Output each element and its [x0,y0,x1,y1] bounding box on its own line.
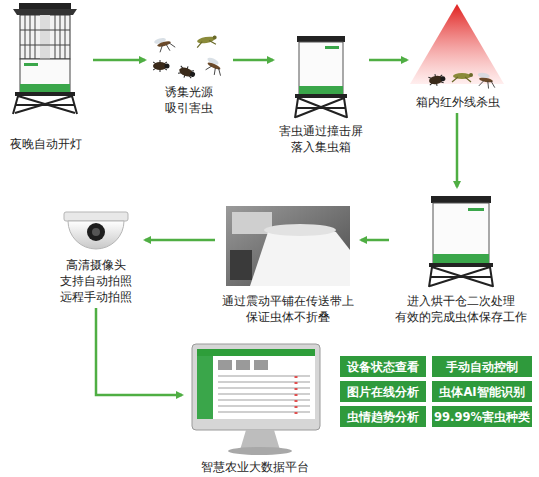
lamp-cap [19,3,71,9]
dryer-base [429,263,493,267]
lamp-stripe [20,84,70,92]
lamp-grid [20,15,70,59]
monitor-frame [192,344,320,430]
lamp-base [15,92,75,96]
belt-roller [264,224,336,236]
camera-mount [64,212,128,221]
box-cap [297,36,345,42]
screen-thumb [236,360,250,370]
feature-label: 99.99%害虫种类 [434,410,530,424]
process-step: 害虫通过撞击屏 落入集虫箱 [276,30,366,155]
flow-arrow [361,239,389,242]
feature-box: 虫情趋势分析 [340,406,426,427]
grasshopper [196,35,218,48]
box-stripe [299,86,343,94]
screen-status [295,376,298,414]
beetle [177,64,197,81]
screen-thumb [218,360,232,370]
lamp-stand [13,96,77,114]
step-caption: 高清摄像头 支持自动拍照 远程手动拍照 [50,257,142,305]
process-step: 通过震动平铺在传送带上 保证虫体不折叠 [218,200,358,325]
infrared-beam [410,4,504,84]
flow-arrow [233,59,273,62]
feature-label: 设备状态查看 [347,360,419,374]
feature-label: 图片在线分析 [347,385,419,399]
mosquito [202,56,225,77]
process-step: 箱内红外线杀虫 [410,2,505,110]
camera-lens-inner [92,228,100,236]
step-caption: 诱集光源 吸引害虫 [148,84,230,116]
feature-box: 手动自动控制 [432,356,532,377]
conveyor-photo [226,206,350,286]
box-base [295,94,347,98]
monitor [192,344,320,455]
process-step: 夜晚自动开灯 [2,2,90,152]
flow-arrow [456,113,459,187]
insect-lamp [13,3,77,114]
dome-camera [64,212,128,249]
process-step: 诱集光源 吸引害虫 [148,28,230,116]
photo-frame [226,206,350,286]
lamp-logo [24,63,38,66]
process-step: 进入烘干仓二次处理 有效的完成虫体保存工作 [392,190,530,325]
flow-arrow [96,308,182,395]
flow-arrow [93,59,145,62]
step-caption: 夜晚自动开灯 [2,136,90,152]
box-body [299,42,343,94]
dryer-cap [431,196,491,203]
feature-box: 虫体AI智能识别 [432,381,532,402]
monitor-screen [197,349,315,419]
lamp-roof [13,9,77,15]
dryer-body [433,203,489,263]
flow-arrow [145,239,215,242]
feature-box: 99.99%害虫种类 [432,406,532,427]
dryer-device [429,196,493,287]
camera-lens [87,223,105,241]
dryer-logo [468,208,484,211]
infrared-kill [410,4,504,90]
dryer-stand [429,267,493,287]
step-caption: 害虫通过撞击屏 落入集虫箱 [276,123,366,155]
mosquito [476,72,497,90]
feature-label: 手动自动控制 [446,360,518,374]
screen-header [197,349,315,356]
camera-dome [68,221,124,249]
collector-device [295,36,347,118]
beetle [428,72,446,87]
feature-box: 设备状态查看 [340,356,426,377]
step-caption: 进入烘干仓二次处理 有效的完成虫体保存工作 [392,293,530,325]
lamp-tube [40,15,50,59]
flow-arrow [369,59,407,62]
mosquito [154,35,176,54]
box-stand [295,98,347,118]
dryer-stripe [433,254,489,263]
feature-label: 虫体AI智能识别 [439,385,524,399]
process-step: 高清摄像头 支持自动拍照 远程手动拍照 [50,195,142,305]
lamp-bars [20,15,70,59]
screen-sidebar [197,356,213,419]
box-logo [325,46,339,49]
step-caption: 智慧农业大数据平台 [185,459,325,475]
insect-group [153,35,226,81]
photo-part [230,250,252,280]
step-caption: 箱内红外线杀虫 [410,94,505,110]
monitor-foot [228,447,292,455]
lamp-box [20,59,70,92]
feature-label: 虫情趋势分析 [347,410,419,424]
beetle [153,60,170,72]
grasshopper [452,73,473,82]
screen-thumb [254,360,268,370]
process-step: 智慧农业大数据平台 [185,340,325,475]
step-caption: 通过震动平铺在传送带上 保证虫体不折叠 [218,293,358,325]
feature-box: 图片在线分析 [340,381,426,402]
